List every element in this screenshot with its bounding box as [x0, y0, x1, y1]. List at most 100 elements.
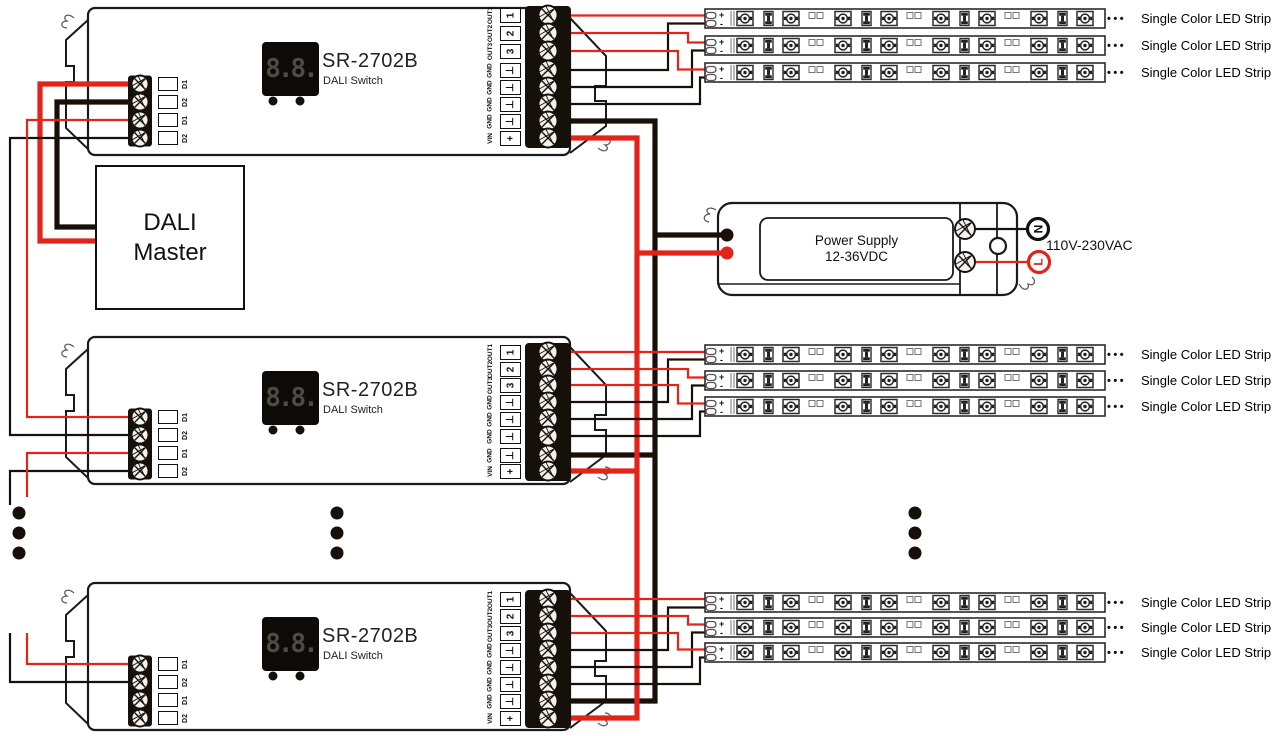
psu-dc-minus-dot: [720, 228, 734, 242]
dali-terminal-label-text: D1: [181, 448, 189, 458]
dali-terminal-box: [158, 675, 178, 689]
psu-junction-circle: [988, 236, 1008, 256]
strip-minus-pad: [705, 407, 717, 416]
strip-minus-pad: [705, 628, 717, 637]
module-3-seven-segment-display: 8.8.: [262, 617, 319, 671]
module-3-output-terminal-block: [525, 588, 571, 729]
module-1-subtitle: DALI Switch: [323, 75, 383, 87]
output-terminal-name: OUT3: [481, 42, 500, 61]
output-terminal-symbol: +: [505, 468, 516, 474]
dali-terminal-label-text: D2: [181, 97, 189, 107]
led-strip-9: [704, 642, 1106, 663]
wire-strip5-minus: [548, 384, 712, 421]
wire-strip3-minus: [548, 76, 712, 106]
dali-terminal-box: [158, 113, 178, 127]
output-terminal-name-text: GND: [486, 411, 494, 427]
spring-clip-icon: [61, 14, 75, 29]
output-terminal-symbol: ⊥: [505, 645, 516, 655]
output-terminal-name-text: OUT1: [487, 343, 494, 361]
output-terminal-name-text: GND: [486, 659, 494, 675]
led-strip-8: [704, 617, 1106, 638]
wire-strip5-plus: [548, 367, 712, 379]
dali-terminal-label-text: D1: [181, 79, 189, 89]
output-terminal-name-text: GND: [486, 693, 494, 709]
strip-plus-sign: +: [719, 9, 725, 20]
dali-terminal-box: [158, 693, 178, 707]
strip-plus-pad: [705, 645, 717, 654]
wire-dali-daisy-d2-c: [8, 633, 140, 684]
dali-terminal-label: D2: [176, 462, 194, 480]
dali-terminal-label: D2: [176, 709, 194, 727]
ac-terminal-l-label: L: [1028, 251, 1050, 273]
module-1-display-value: 8.8.: [265, 54, 319, 84]
wire-dali-daisy-d2-b: [8, 469, 140, 505]
wire-strip2-plus: [548, 31, 712, 44]
output-terminal-symbol: 2: [505, 366, 516, 372]
dali-terminal-box: [158, 131, 178, 145]
strip-plus-pad: [705, 595, 717, 604]
module-1-dali-terminal-block: [128, 74, 152, 148]
output-terminal-symbol-box: ⊥: [500, 411, 521, 427]
output-terminal-symbol-box: ⊥: [500, 693, 521, 709]
module-button-dot: [268, 425, 278, 435]
strip-label: Single Color LED Strip: [1141, 11, 1272, 26]
wire-dali-master-black: [54, 99, 140, 230]
output-terminal-name-text: OUT2: [487, 607, 494, 625]
strip-minus-pad: [705, 603, 717, 612]
output-terminal-name-text: GND: [486, 394, 494, 410]
power-supply-label: Power Supply 12-36VDC: [760, 218, 953, 280]
strip-plus-pad: [705, 399, 717, 408]
dali-terminal-label: D1: [176, 408, 194, 426]
strip-continuation-dots: •••: [1107, 622, 1127, 634]
module-button-dot: [295, 96, 305, 106]
output-terminal-symbol-box: 1: [500, 7, 521, 23]
wire-strip6-minus: [548, 410, 712, 438]
output-terminal-symbol: 3: [505, 48, 516, 54]
module-3-dali-terminal-block: [128, 654, 152, 728]
strip-plus-sign: +: [719, 345, 725, 356]
output-terminal-symbol-box: ⊥: [500, 113, 521, 129]
ac-terminal-l-letter: L: [1032, 258, 1046, 266]
output-terminal-name-text: GND: [486, 62, 494, 78]
spring-clip-icon: [703, 207, 717, 223]
dali-terminal-label: D2: [176, 93, 194, 111]
output-terminal-symbol-box: ⊥: [500, 428, 521, 444]
output-terminal-symbol: 3: [505, 630, 516, 636]
dali-terminal-label: D1: [176, 655, 194, 673]
output-terminal-symbol: ⊥: [505, 662, 516, 672]
output-terminal-symbol: ⊥: [505, 116, 516, 126]
wire-strip9-minus: [548, 656, 712, 686]
strip-continuation-dots: •••: [1107, 401, 1127, 413]
continuation-dots: [12, 506, 922, 560]
strip-minus-sign: -: [720, 72, 723, 83]
led-strips: [704, 8, 1106, 663]
ac-terminal-l-ring: [1026, 249, 1052, 275]
module-2-output-terminal-block: [525, 341, 571, 482]
output-terminal-name-text: VIN: [487, 712, 494, 724]
module-button-dot: [295, 425, 305, 435]
strip-continuation-dots: •••: [1107, 349, 1127, 361]
output-terminal-name: GND: [481, 427, 500, 446]
dali-terminal-box: [158, 464, 178, 478]
output-terminal-symbol-box: ⊥: [500, 62, 521, 78]
output-terminal-symbol-box: ⊥: [500, 642, 521, 658]
strip-plus-pad: [705, 620, 717, 629]
strip-label: Single Color LED Strip: [1141, 399, 1272, 414]
output-terminal-name-text: OUT1: [487, 590, 494, 608]
wire-strip7-minus: [548, 606, 712, 652]
strip-minus-sign: -: [720, 354, 723, 365]
spring-clip-icon: [61, 589, 75, 604]
output-terminal-name-text: OUT1: [487, 6, 494, 24]
ac-terminal-n-label: N: [1027, 218, 1049, 240]
wire-strip8-plus: [548, 614, 712, 626]
output-terminal-symbol: 2: [505, 30, 516, 36]
wire-strip6-plus: [548, 383, 712, 405]
dali-terminal-box: [158, 657, 178, 671]
power-supply-box: [703, 201, 1036, 297]
output-terminal-symbol: 1: [505, 596, 516, 602]
led-strip-5: [704, 370, 1106, 391]
strip-label: Single Color LED Strip: [1141, 373, 1272, 388]
dali-terminal-label: D2: [176, 426, 194, 444]
module-button-dot: [268, 96, 278, 106]
strip-label: Single Color LED Strip: [1141, 620, 1272, 635]
